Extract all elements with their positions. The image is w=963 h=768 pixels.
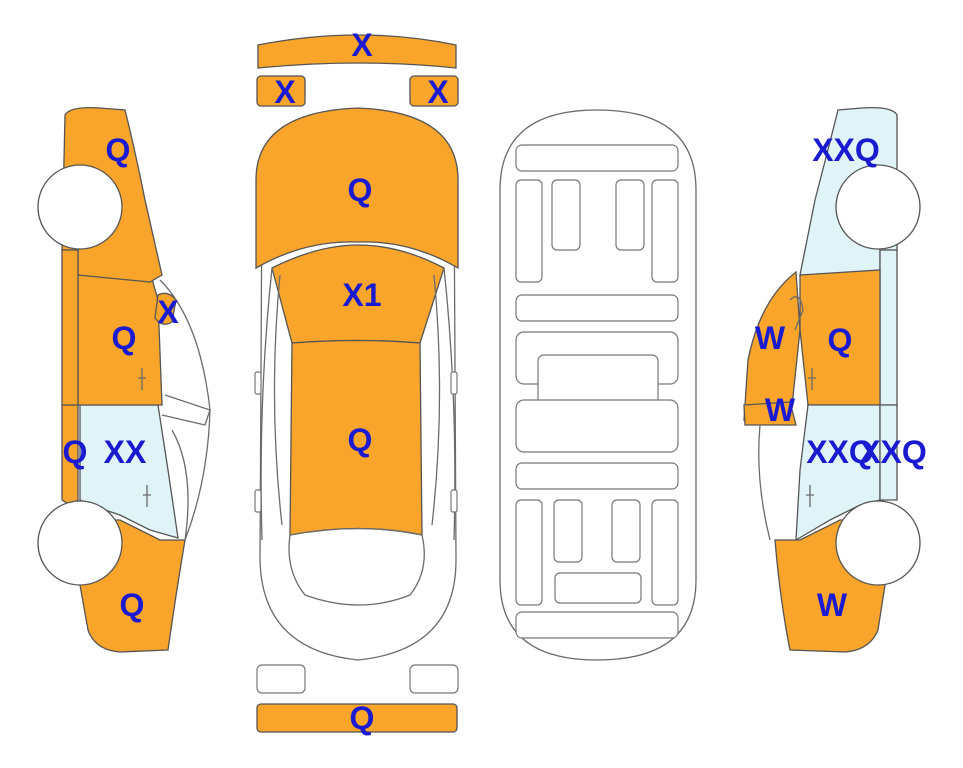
label-right-front-fender: XXQ xyxy=(812,132,880,168)
label-left-rear-door-a: Q xyxy=(63,434,88,470)
hood-panel[interactable] xyxy=(255,107,459,270)
label-right-front-window: W xyxy=(755,320,786,356)
right-rear-wheel xyxy=(835,500,921,586)
label-right-rear-door-b: XXQ xyxy=(859,434,927,470)
front-bumper-panel[interactable] xyxy=(257,34,457,69)
label-right-rear-fender: W xyxy=(817,587,848,623)
right-side-view xyxy=(743,107,921,653)
label-front-bumper: X xyxy=(351,27,373,63)
headlight-left-panel[interactable] xyxy=(256,75,306,107)
left-side-view xyxy=(37,107,211,653)
label-headlight-left: X xyxy=(274,74,296,110)
label-left-front-door: Q xyxy=(112,320,137,356)
label-windshield: X1 xyxy=(342,277,381,313)
left-rear-wheel xyxy=(37,500,123,586)
damage-labels: X X X Q X1 Q Q Q X Q Q XX Q XXQ W Q W XX… xyxy=(63,27,927,736)
label-left-rear-door-b: XX xyxy=(104,434,147,470)
label-right-front-door: Q xyxy=(828,322,853,358)
label-rear-bumper: Q xyxy=(350,700,375,736)
underbody-view xyxy=(499,109,697,661)
label-left-rear-fender: Q xyxy=(120,587,145,623)
label-hood: Q xyxy=(348,172,373,208)
label-left-mirror: X xyxy=(157,294,179,330)
label-headlight-right: X xyxy=(427,74,449,110)
right-mirror-panel[interactable] xyxy=(743,401,797,426)
left-mirror-panel[interactable] xyxy=(154,292,177,325)
left-front-wheel xyxy=(37,164,123,250)
headlight-right-panel[interactable] xyxy=(409,75,459,107)
top-view xyxy=(254,34,459,733)
label-roof: Q xyxy=(348,422,373,458)
label-right-rear-door-a: XXQ xyxy=(806,434,874,470)
right-front-wheel xyxy=(835,164,921,250)
rear-bumper-panel[interactable] xyxy=(256,703,458,733)
taillight-right xyxy=(409,664,459,694)
label-right-mirror: W xyxy=(765,392,796,428)
taillight-left xyxy=(256,664,306,694)
label-left-front-fender: Q xyxy=(106,132,131,168)
